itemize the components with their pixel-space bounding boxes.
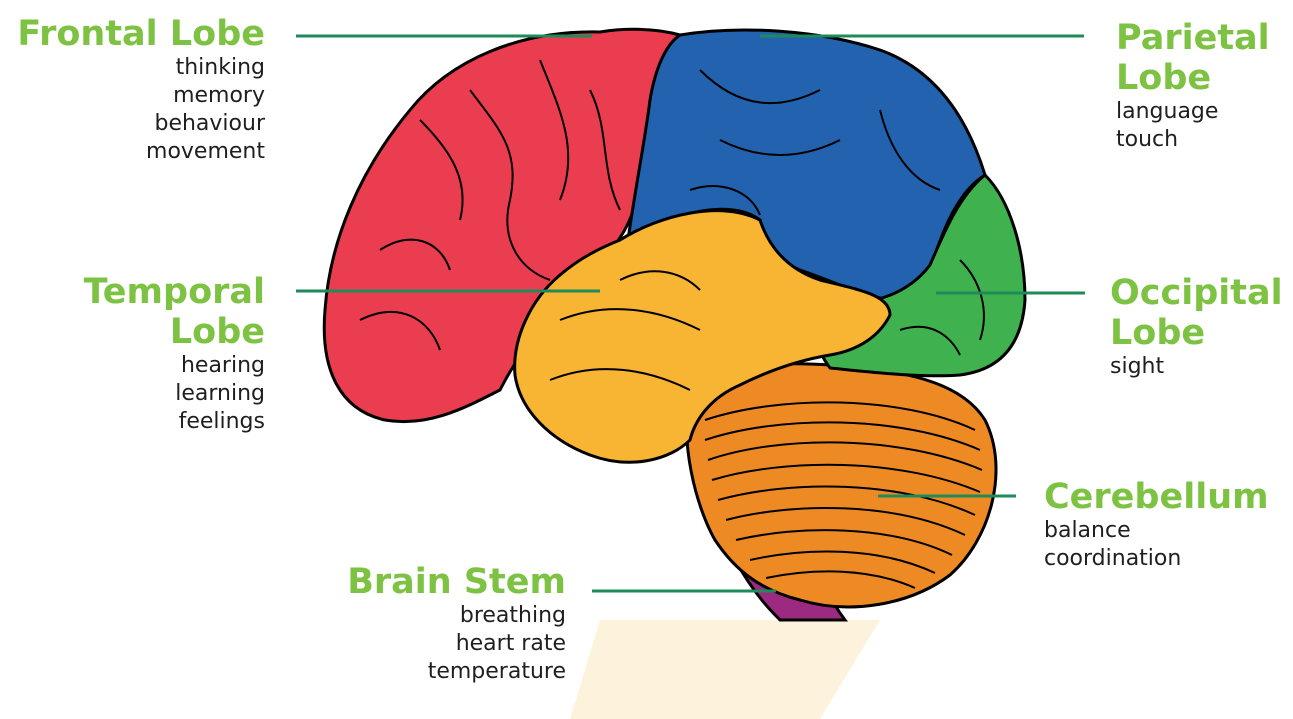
temporal-function-2: learning — [0, 380, 265, 408]
cerebellum-label: Cerebellum balance coordination — [1044, 477, 1289, 573]
occipital-lobe-label: Occipital Lobe sight — [1110, 273, 1290, 381]
brain-stem-label: Brain Stem breathing heart rate temperat… — [266, 562, 566, 686]
brain-stem-function-2: heart rate — [266, 630, 566, 658]
brain-stem-function-1: breathing — [266, 602, 566, 630]
parietal-function-2: touch — [1116, 126, 1286, 154]
temporal-function-3: feelings — [0, 408, 265, 436]
frontal-function-3: behaviour — [0, 110, 265, 138]
occipital-function-1: sight — [1110, 353, 1290, 381]
occipital-lobe-title-line1: Occipital — [1110, 273, 1290, 313]
stem-highlight-shape — [570, 620, 880, 719]
temporal-function-1: hearing — [0, 352, 265, 380]
brain-stem-title: Brain Stem — [266, 562, 566, 602]
frontal-function-4: movement — [0, 138, 265, 166]
frontal-function-2: memory — [0, 82, 265, 110]
cerebellum-region — [687, 364, 996, 607]
parietal-lobe-title-line2: Lobe — [1116, 58, 1286, 98]
temporal-lobe-title-line1: Temporal — [0, 272, 265, 312]
cerebellum-function-1: balance — [1044, 517, 1289, 545]
cerebellum-title: Cerebellum — [1044, 477, 1289, 517]
occipital-lobe-title-line2: Lobe — [1110, 313, 1290, 353]
parietal-lobe-label: Parietal Lobe language touch — [1116, 18, 1286, 154]
temporal-lobe-title-line2: Lobe — [0, 312, 265, 352]
brain-stem-function-3: temperature — [266, 658, 566, 686]
frontal-lobe-label: Frontal Lobe thinking memory behaviour m… — [0, 14, 265, 166]
parietal-lobe-title-line1: Parietal — [1116, 18, 1286, 58]
temporal-lobe-label: Temporal Lobe hearing learning feelings — [0, 272, 265, 436]
cerebellum-function-2: coordination — [1044, 545, 1289, 573]
frontal-lobe-title: Frontal Lobe — [0, 14, 265, 54]
frontal-function-1: thinking — [0, 54, 265, 82]
parietal-function-1: language — [1116, 98, 1286, 126]
